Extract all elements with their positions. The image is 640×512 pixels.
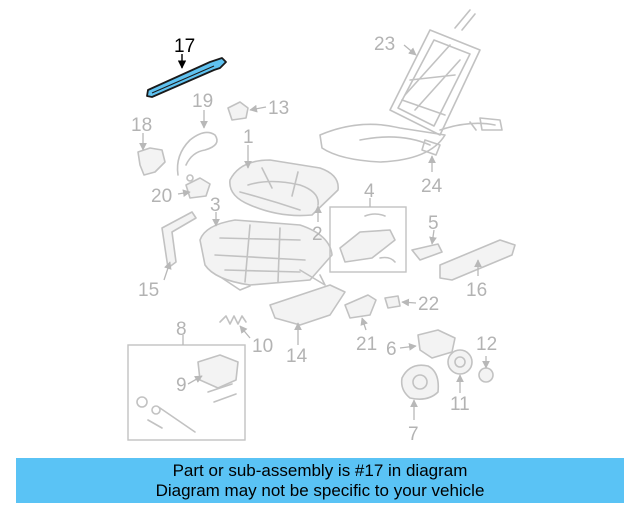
callout-4: 4 — [364, 181, 375, 202]
callout-18: 18 — [131, 115, 152, 136]
part-1-seat-cushion — [229, 159, 339, 217]
part-21-bracket — [344, 294, 377, 319]
callout-19: 19 — [192, 91, 213, 112]
callout-16: 16 — [466, 280, 487, 301]
seat-parts-diagram: 17 19 13 18 1 20 3 2 4 5 15 16 22 8 10 2… — [127, 9, 516, 445]
part-14-side-shield — [269, 284, 346, 326]
info-banner: Part or sub-assembly is #17 in diagram D… — [16, 458, 624, 503]
part-18-bracket — [137, 147, 166, 176]
callout-9: 9 — [176, 375, 187, 396]
callout-15: 15 — [138, 280, 159, 301]
callout-6: 6 — [386, 339, 397, 360]
callout-12: 12 — [476, 334, 497, 355]
callout-22: 22 — [418, 294, 439, 315]
part-11-gear — [447, 349, 473, 375]
part-15-side-trim — [161, 211, 197, 269]
part-17-trim-strip[interactable] — [146, 57, 227, 98]
banner-line-2: Diagram may not be specific to your vehi… — [155, 480, 485, 500]
part-3-seat-frame — [199, 219, 333, 291]
callout-10: 10 — [252, 336, 273, 357]
callout-3: 3 — [210, 195, 221, 216]
part-13-clip — [227, 101, 249, 121]
callout-14: 14 — [286, 346, 308, 367]
callout-7: 7 — [408, 424, 419, 445]
part-4-mechanism-box — [329, 206, 407, 273]
banner-line-1: Part or sub-assembly is #17 in diagram — [172, 460, 468, 480]
callout-1: 1 — [243, 127, 254, 148]
part-8-hardware-box — [127, 344, 246, 441]
callout-23: 23 — [374, 34, 395, 55]
part-12-cap — [478, 367, 494, 383]
callout-11: 11 — [450, 394, 470, 415]
part-22-knob — [384, 295, 401, 309]
callout-2: 2 — [312, 224, 323, 245]
part-5-cover — [411, 243, 443, 261]
callout-8: 8 — [176, 319, 187, 340]
callout-5: 5 — [428, 213, 439, 234]
part-23-seatback-frame — [389, 9, 481, 136]
part-24-harness — [319, 117, 503, 163]
part-7-motor-assembly — [400, 364, 440, 400]
callout-17: 17 — [174, 36, 195, 57]
part-19-cable — [176, 131, 218, 182]
callout-20: 20 — [151, 186, 172, 207]
callout-13: 13 — [268, 98, 289, 119]
callout-24: 24 — [421, 176, 443, 197]
callout-21: 21 — [356, 334, 377, 355]
part-10-spring — [219, 315, 247, 325]
part-6-motor — [417, 329, 456, 359]
